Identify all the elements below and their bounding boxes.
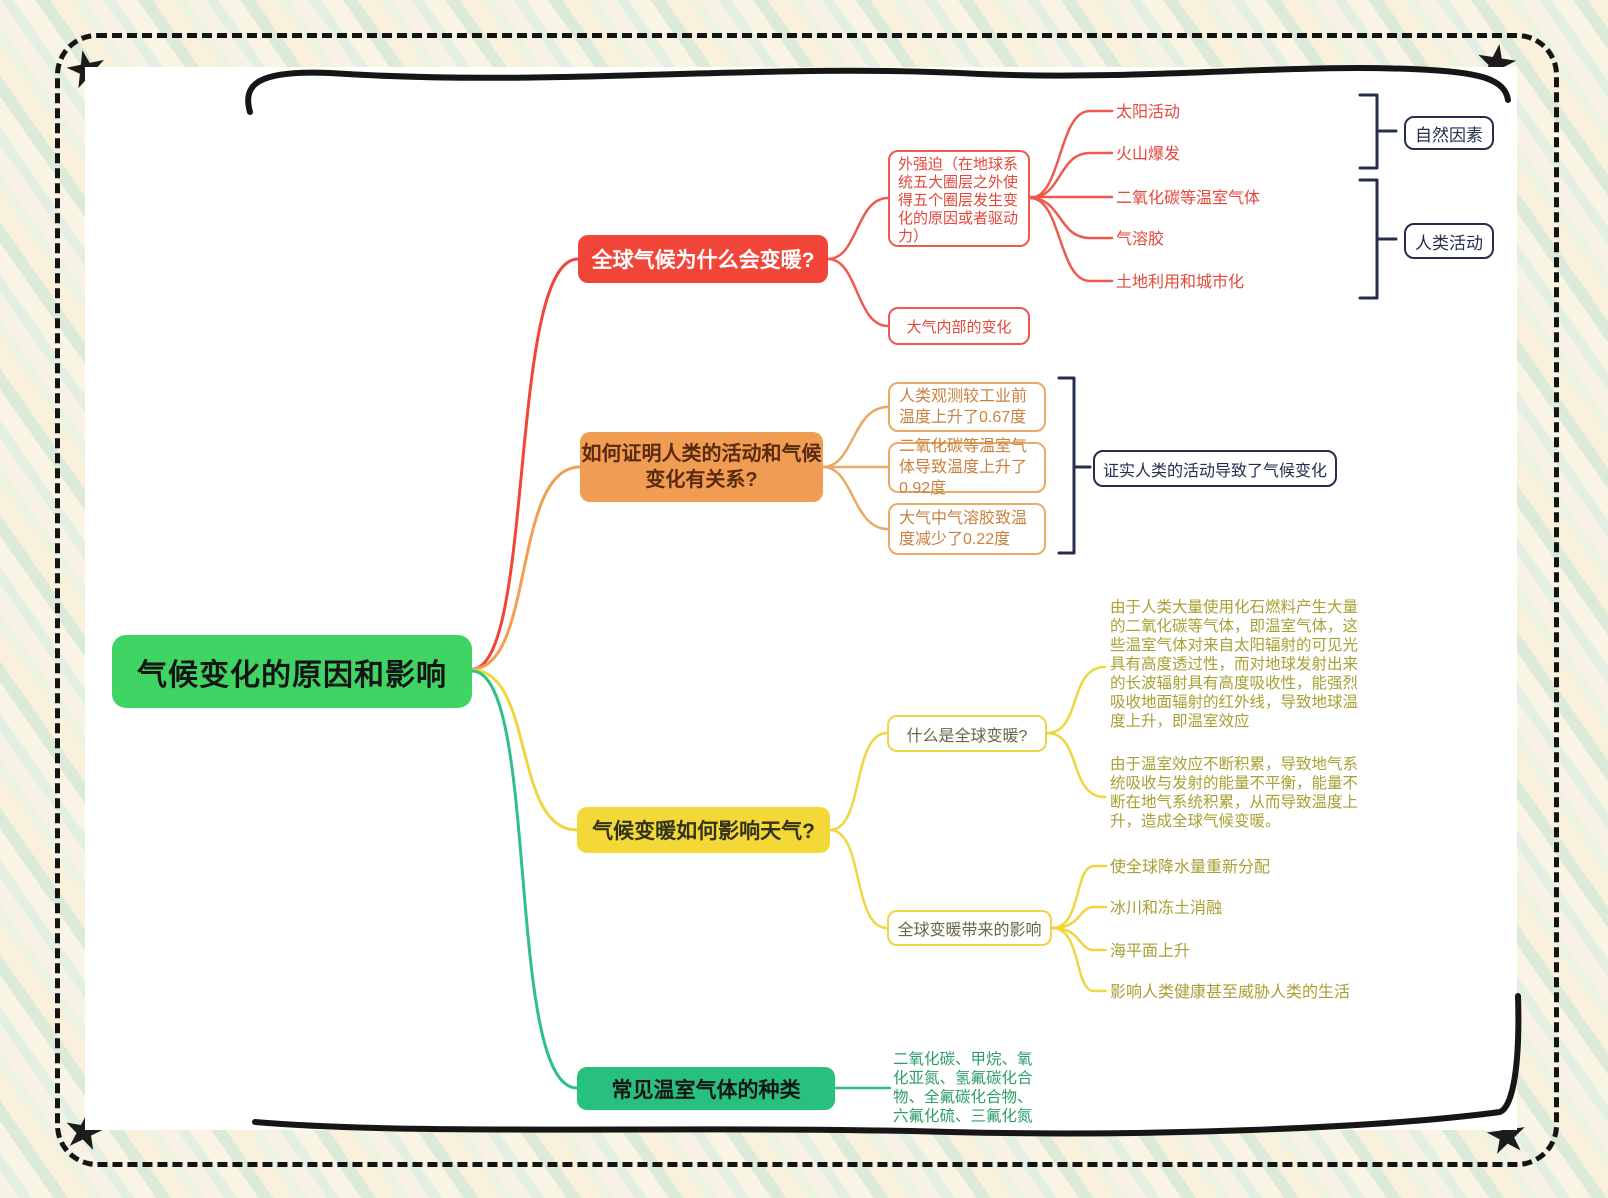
leaf-volcano-eruption[interactable]: 火山爆发	[1116, 145, 1181, 163]
node-evidence-observed-067[interactable]: 人类观测较工业前温度上升了0.67度	[888, 382, 1046, 432]
topic-common-greenhouse-gases[interactable]: 常见温室气体的种类	[577, 1067, 835, 1110]
leaf-glacier-permafrost-melt[interactable]: 冰川和冻土消融	[1110, 899, 1223, 917]
node-evidence-aerosol-022[interactable]: 大气中气溶胶致温度减少了0.22度	[888, 503, 1046, 555]
topic-why-global-warming[interactable]: 全球气候为什么会变暖?	[578, 235, 828, 283]
root-node-climate-change[interactable]: 气候变化的原因和影响	[112, 635, 472, 708]
text-greenhouse-effect-explanation[interactable]: 由于人类大量使用化石燃料产生大量的二氧化碳等气体，即温室气体，这些温室气体对来自…	[1110, 599, 1359, 730]
leaf-co2-greenhouse-gas[interactable]: 二氧化碳等温室气体	[1116, 189, 1261, 207]
node-what-is-global-warming[interactable]: 什么是全球变暖?	[887, 715, 1047, 752]
group-natural-factors[interactable]: 自然因素	[1404, 116, 1494, 150]
group-human-activity[interactable]: 人类活动	[1404, 223, 1494, 259]
topic-warming-affects-weather[interactable]: 气候变暖如何影响天气?	[577, 807, 830, 853]
leaf-precipitation-redistribution[interactable]: 使全球降水量重新分配	[1110, 858, 1271, 876]
text-energy-imbalance-explanation[interactable]: 由于温室效应不断积累，导致地气系统吸收与发射的能量不平衡，能量不断在地气系统积累…	[1110, 756, 1359, 830]
leaf-landuse-urbanization[interactable]: 土地利用和城市化	[1116, 273, 1245, 291]
topic-proof-human-activity[interactable]: 如何证明人类的活动和气候变化有关系?	[580, 432, 823, 502]
node-atmosphere-internal-change[interactable]: 大气内部的变化	[888, 307, 1030, 345]
text-greenhouse-gas-list[interactable]: 二氧化碳、甲烷、氧化亚氮、氢氟碳化合物、全氟碳化合物、六氟化硫、三氟化氮	[893, 1051, 1033, 1125]
leaf-sea-level-rise[interactable]: 海平面上升	[1110, 942, 1191, 960]
leaf-aerosol[interactable]: 气溶胶	[1116, 230, 1165, 248]
leaf-solar-activity[interactable]: 太阳活动	[1116, 103, 1181, 121]
node-evidence-co2-092[interactable]: 二氧化碳等温室气体导致温度上升了0.92度	[888, 438, 1046, 497]
leaf-human-health-threat[interactable]: 影响人类健康甚至威胁人类的生活	[1110, 983, 1351, 1001]
node-external-forcing[interactable]: 外强迫（在地球系统五大圈层之外使得五个圈层发生变化的原因或者驱动力）	[888, 150, 1030, 247]
dashed-border-frame	[55, 33, 1559, 1167]
node-conclusion-human-caused[interactable]: 证实人类的活动导致了气候变化	[1093, 450, 1337, 487]
node-warming-impacts[interactable]: 全球变暖带来的影响	[887, 910, 1052, 946]
